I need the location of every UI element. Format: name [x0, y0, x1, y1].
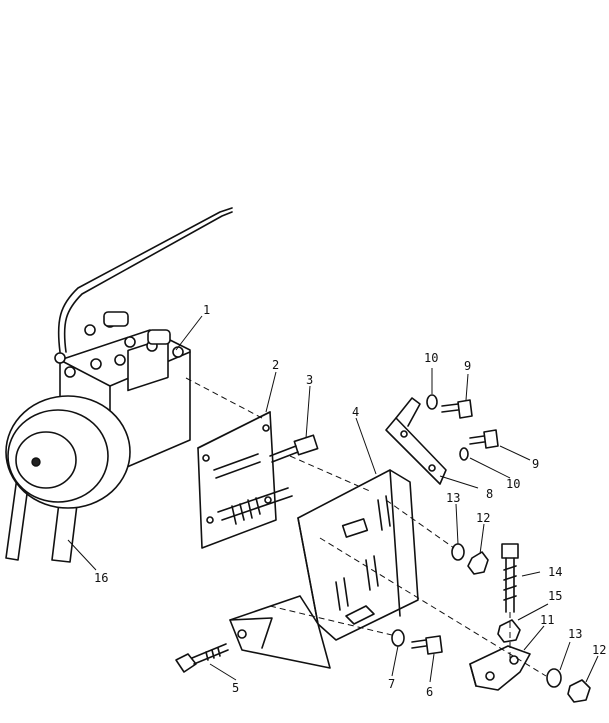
washer-13-upper — [451, 543, 465, 561]
adapter-plate — [197, 411, 293, 549]
callout-6: 6 — [426, 685, 433, 699]
bolt-6 — [411, 635, 443, 655]
callout-9-upper: 9 — [464, 359, 471, 373]
nut-15 — [497, 619, 521, 643]
callout-11: 11 — [540, 613, 554, 627]
callout-3: 3 — [306, 373, 313, 387]
leader-lines — [67, 315, 599, 683]
callout-7: 7 — [388, 677, 395, 691]
bolt-9-upper — [441, 399, 473, 419]
washer-13-lower — [546, 668, 562, 688]
drive-belt — [5, 469, 81, 563]
callout-14: 14 — [548, 565, 562, 579]
callout-12-upper: 12 — [476, 511, 490, 525]
callout-1: 1 — [203, 303, 210, 317]
tensioner-block — [469, 645, 531, 691]
callout-13-lower: 13 — [568, 627, 582, 641]
washer-10-lower — [459, 447, 469, 461]
bolt-5 — [175, 643, 229, 673]
callout-5: 5 — [232, 681, 239, 695]
callout-10-lower: 10 — [506, 477, 520, 491]
nut-12-lower — [567, 679, 591, 703]
callout-13-upper: 13 — [446, 491, 460, 505]
washer-7 — [391, 629, 405, 647]
callouts: 1 2 3 4 5 6 7 8 9 9 10 10 11 12 12 13 13… — [94, 303, 606, 699]
compressor — [5, 207, 233, 509]
washer-10-upper — [426, 394, 438, 410]
bolt-3 — [269, 434, 319, 463]
nut-12-upper — [467, 551, 489, 575]
callout-10-upper: 10 — [424, 351, 438, 365]
assembly-lines — [185, 377, 547, 677]
callout-2: 2 — [272, 358, 279, 372]
callout-4: 4 — [352, 405, 359, 419]
long-bolt-14 — [501, 543, 519, 613]
callout-9-lower: 9 — [532, 457, 539, 471]
bolt-9-lower — [469, 429, 499, 449]
callout-8: 8 — [486, 487, 493, 501]
callout-15: 15 — [548, 589, 562, 603]
small-bracket — [385, 397, 447, 485]
callout-12-lower: 12 — [592, 643, 606, 657]
callout-16: 16 — [94, 571, 108, 585]
